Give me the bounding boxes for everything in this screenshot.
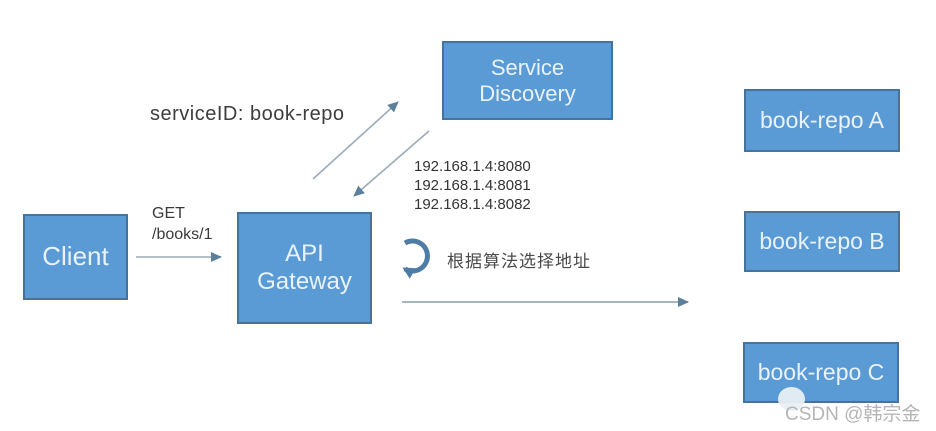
get-request-method: GET (152, 205, 185, 222)
ip-address-line: 192.168.1.4:8082 (414, 196, 531, 213)
ip-address-list: 192.168.1.4:8080 192.168.1.4:8081 192.16… (414, 157, 531, 214)
node-client-label: Client (42, 241, 109, 272)
algorithm-loop-arrow-icon (402, 238, 430, 279)
get-request-label: GET /books/1 (152, 203, 212, 245)
ip-address-line: 192.168.1.4:8081 (414, 177, 531, 194)
node-book-repo-a: book-repo A (744, 89, 900, 152)
get-request-path: /books/1 (152, 226, 213, 243)
algorithm-note-label: 根据算法选择地址 (447, 252, 591, 271)
node-client: Client (23, 214, 128, 300)
csdn-logo-circle-icon (778, 387, 805, 411)
node-api-gateway-label: API Gateway (257, 240, 352, 295)
node-book-repo-c: book-repo C (743, 342, 899, 403)
node-book-repo-b-label: book-repo B (759, 228, 885, 255)
csdn-watermark: CSDN @韩宗金 (785, 404, 921, 425)
node-book-repo-b: book-repo B (744, 211, 900, 272)
node-service-discovery: Service Discovery (442, 41, 613, 120)
node-service-discovery-label: Service Discovery (479, 55, 576, 106)
node-book-repo-c-label: book-repo C (757, 359, 885, 386)
service-id-label: serviceID: book-repo (150, 103, 345, 125)
node-api-gateway: API Gateway (237, 212, 372, 324)
node-book-repo-a-label: book-repo A (759, 107, 885, 134)
ip-address-line: 192.168.1.4:8080 (414, 158, 531, 175)
